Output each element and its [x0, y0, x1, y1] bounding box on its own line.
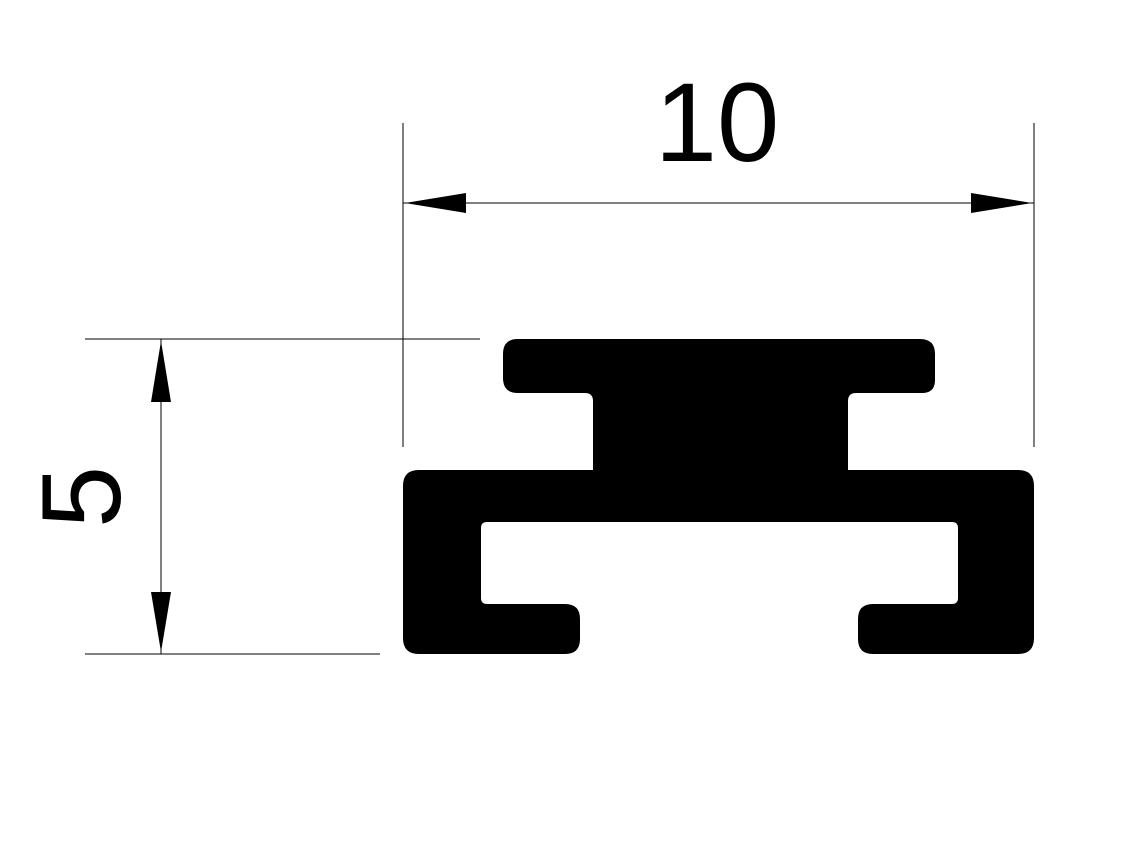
height-dimension: 5: [19, 338, 480, 655]
height-dimension-label: 5: [19, 466, 144, 528]
profile-cross-section: [403, 339, 1034, 654]
width-dimension-label: 10: [655, 60, 780, 185]
arrowhead-bottom: [151, 592, 171, 652]
arrowhead-right: [971, 193, 1032, 213]
arrowhead-top: [151, 341, 171, 402]
width-dimension: 10: [402, 60, 1035, 447]
arrowhead-left: [405, 193, 466, 213]
